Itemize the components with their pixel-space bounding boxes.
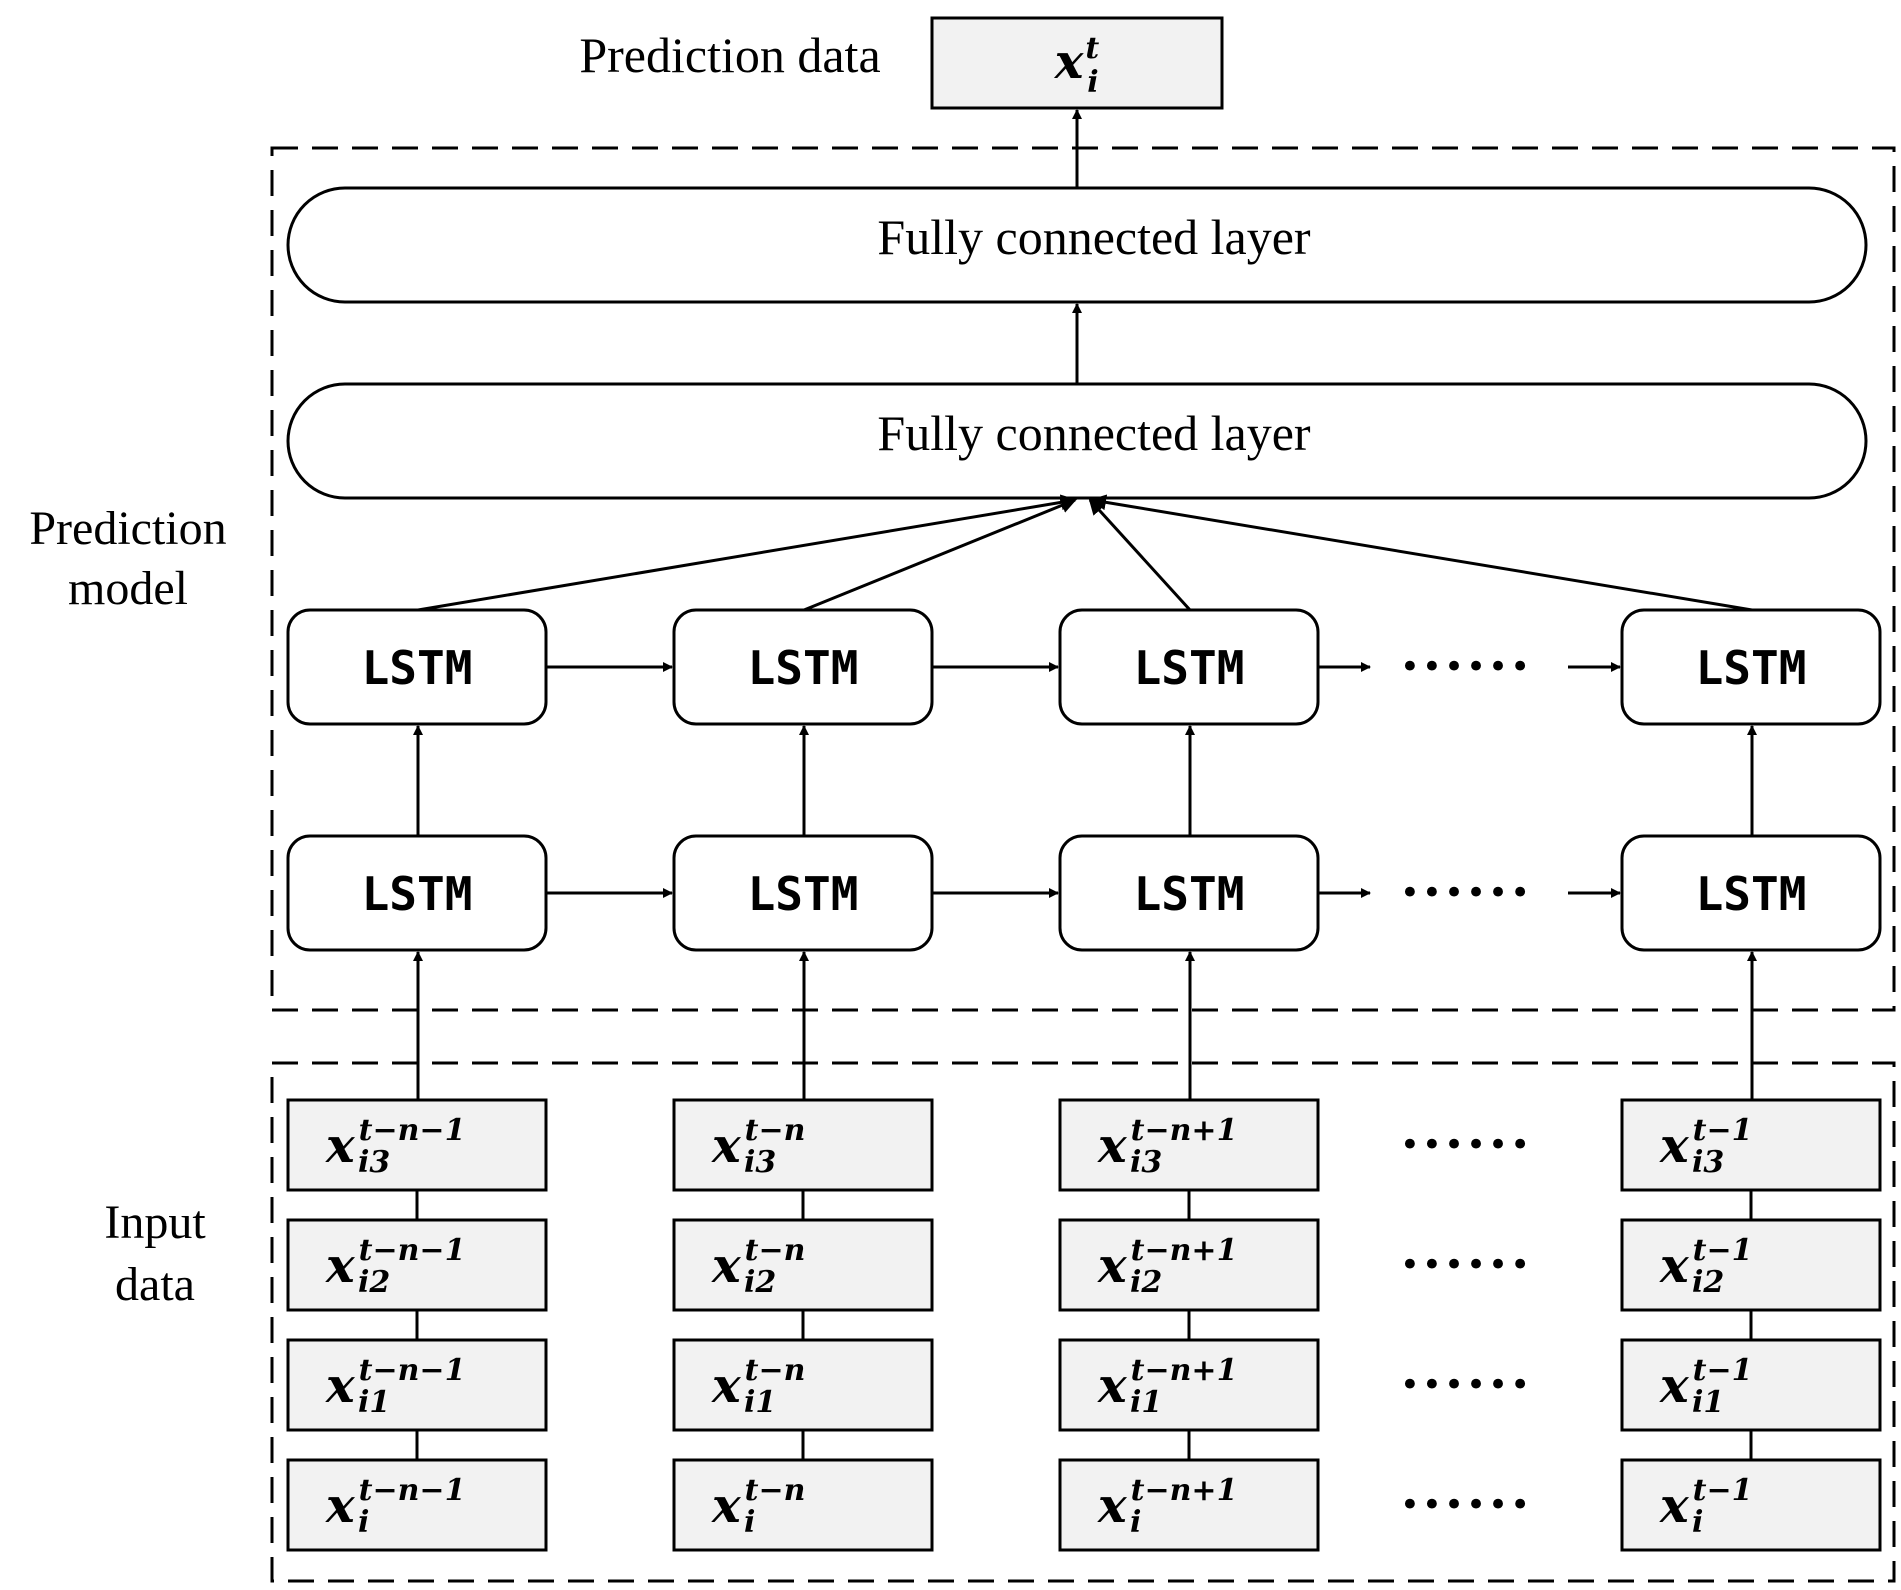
lstm-label: LSTM bbox=[1696, 867, 1807, 921]
input-subscript: i1 bbox=[744, 1385, 776, 1420]
input-subscript: i3 bbox=[1692, 1145, 1724, 1180]
upper-ellipsis: •••••• bbox=[1400, 647, 1532, 687]
input-subscript: i2 bbox=[1692, 1265, 1724, 1300]
lstm-lower-1: LSTM bbox=[286, 834, 548, 952]
input-ellipsis: •••••• bbox=[1400, 1245, 1532, 1285]
fc-layer-bottom: Fully connected layer bbox=[286, 382, 1868, 500]
lstm-upper-2: LSTM bbox=[672, 608, 934, 726]
lstm-lower-2: LSTM bbox=[672, 834, 934, 952]
lstm-lower-4: LSTM bbox=[1620, 834, 1882, 952]
input-subscript: i2 bbox=[744, 1265, 776, 1300]
lstm-upper-1: LSTM bbox=[286, 608, 548, 726]
input-subscript: i bbox=[1692, 1505, 1703, 1540]
input-subscript: i3 bbox=[744, 1145, 776, 1180]
lstm-upper-3: LSTM bbox=[1058, 608, 1320, 726]
arrow-lstm-top-3-to-fc bbox=[1088, 498, 1192, 612]
lstm-label: LSTM bbox=[748, 641, 859, 695]
lstm-lower-3: LSTM bbox=[1058, 834, 1320, 952]
lstm-label: LSTM bbox=[748, 867, 859, 921]
arrow-lstm-top-4-to-fc bbox=[1090, 494, 1753, 612]
lstm-label: LSTM bbox=[362, 867, 473, 921]
arrow-lstm-top-1-to-fc bbox=[417, 494, 1077, 612]
lstm-label: LSTM bbox=[1134, 867, 1245, 921]
prediction-model-region bbox=[270, 146, 1896, 1012]
prediction-data-label: Prediction data bbox=[579, 27, 880, 83]
input-subscript: i3 bbox=[358, 1145, 390, 1180]
input-subscript: i1 bbox=[358, 1385, 390, 1420]
input-subscript: i bbox=[744, 1505, 755, 1540]
input-subscript: i1 bbox=[1130, 1385, 1162, 1420]
input-subscript: i2 bbox=[1130, 1265, 1162, 1300]
input-subscript: i bbox=[1130, 1505, 1141, 1540]
input-ellipsis: •••••• bbox=[1400, 1485, 1532, 1525]
fc-layer-top-label: Fully connected layer bbox=[877, 209, 1311, 265]
lstm-label: LSTM bbox=[362, 641, 473, 695]
fc-layer-top: Fully connected layer bbox=[286, 186, 1868, 304]
prediction-model-label-line1: Prediction bbox=[29, 502, 226, 555]
arrow-lstm-top-2-to-fc bbox=[803, 497, 1077, 612]
input-data-label-line2: data bbox=[115, 1258, 195, 1311]
lstm-upper-4: LSTM bbox=[1620, 608, 1882, 726]
input-data-label-line1: Input bbox=[104, 1196, 206, 1249]
input-subscript: i2 bbox=[358, 1265, 390, 1300]
fc-layer-bottom-label: Fully connected layer bbox=[877, 405, 1311, 461]
input-subscript: i1 bbox=[1692, 1385, 1724, 1420]
lstm-label: LSTM bbox=[1696, 641, 1807, 695]
input-subscript: i3 bbox=[1130, 1145, 1162, 1180]
lower-ellipsis: •••••• bbox=[1400, 873, 1532, 913]
lstm-label: LSTM bbox=[1134, 641, 1245, 695]
input-subscript: i bbox=[358, 1505, 369, 1540]
input-ellipsis: •••••• bbox=[1400, 1125, 1532, 1165]
prediction-model-label-line2: model bbox=[68, 562, 188, 615]
input-data-region bbox=[270, 1061, 1896, 1583]
input-ellipsis: •••••• bbox=[1400, 1365, 1532, 1405]
